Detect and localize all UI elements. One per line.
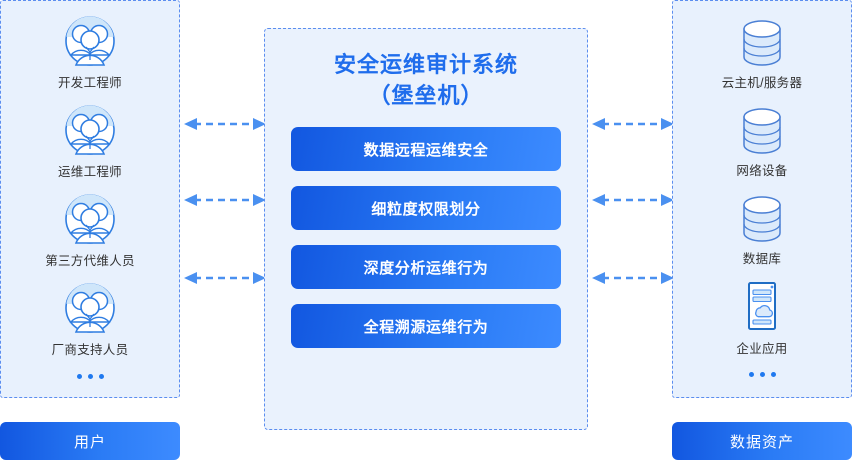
asset-item-3[interactable]: 企业应用 — [736, 281, 787, 357]
feature-button-3[interactable]: 全程溯源运维行为 — [291, 304, 561, 348]
feature-button-0[interactable]: 数据远程运维安全 — [291, 127, 561, 171]
asset-item-label: 网络设备 — [736, 164, 788, 178]
asset-item-2[interactable]: 数据库 — [740, 195, 784, 267]
cloud-app-icon — [742, 281, 782, 333]
page-title: 安全运维审计系统 （堡垒机） — [334, 49, 518, 111]
connector-arrow-right-1 — [592, 116, 674, 132]
people-group-icon — [63, 282, 117, 334]
users-panel: 开发工程师 运维工程师 — [0, 0, 180, 398]
asset-item-label: 企业应用 — [736, 342, 788, 356]
connector-arrow-right-2 — [592, 192, 674, 208]
dot — [759, 372, 765, 377]
people-group-icon — [63, 104, 117, 156]
asset-item-0[interactable]: 云主机/服务器 — [722, 19, 803, 91]
feature-list: 数据远程运维安全 细粒度权限划分 深度分析运维行为 全程溯源运维行为 — [265, 127, 587, 348]
page-title-line2: （堡垒机） — [368, 83, 484, 108]
connector-arrow-left-2 — [184, 192, 266, 208]
user-item-label: 运维工程师 — [57, 165, 122, 179]
users-footer-label: 用户 — [0, 422, 180, 460]
people-group-icon — [63, 193, 117, 245]
page-title-line1: 安全运维审计系统 — [333, 52, 518, 77]
dot — [87, 374, 93, 379]
connector-arrow-right-3 — [592, 270, 674, 286]
bastion-host-panel: 安全运维审计系统 （堡垒机） 数据远程运维安全 细粒度权限划分 深度分析运维行为… — [264, 28, 588, 430]
dot — [98, 374, 104, 379]
asset-item-1[interactable]: 网络设备 — [736, 107, 787, 179]
people-group-icon — [63, 15, 117, 67]
more-dots-indicator — [76, 374, 104, 379]
feature-button-1[interactable]: 细粒度权限划分 — [291, 186, 561, 230]
more-dots-indicator — [748, 372, 776, 377]
user-item-label: 第三方代维人员 — [45, 254, 135, 268]
database-cylinder-icon — [740, 19, 784, 67]
connector-arrow-left-1 — [184, 116, 266, 132]
data-assets-panel: 云主机/服务器 网络设备 数 — [672, 0, 852, 398]
user-item-0[interactable]: 开发工程师 — [58, 15, 122, 91]
feature-button-2[interactable]: 深度分析运维行为 — [291, 245, 561, 289]
connector-arrow-left-3 — [184, 270, 266, 286]
data-assets-footer-label: 数据资产 — [672, 422, 852, 460]
database-cylinder-icon — [740, 107, 784, 155]
user-item-2[interactable]: 第三方代维人员 — [45, 193, 135, 269]
dot — [770, 372, 776, 377]
dot — [748, 372, 754, 377]
user-item-label: 厂商支持人员 — [51, 343, 129, 357]
dot — [76, 374, 82, 379]
asset-item-label: 云主机/服务器 — [721, 76, 803, 90]
database-cylinder-icon — [740, 195, 784, 243]
asset-item-label: 数据库 — [742, 252, 782, 266]
user-item-3[interactable]: 厂商支持人员 — [52, 282, 129, 358]
user-item-1[interactable]: 运维工程师 — [58, 104, 122, 180]
user-item-label: 开发工程师 — [57, 76, 122, 90]
